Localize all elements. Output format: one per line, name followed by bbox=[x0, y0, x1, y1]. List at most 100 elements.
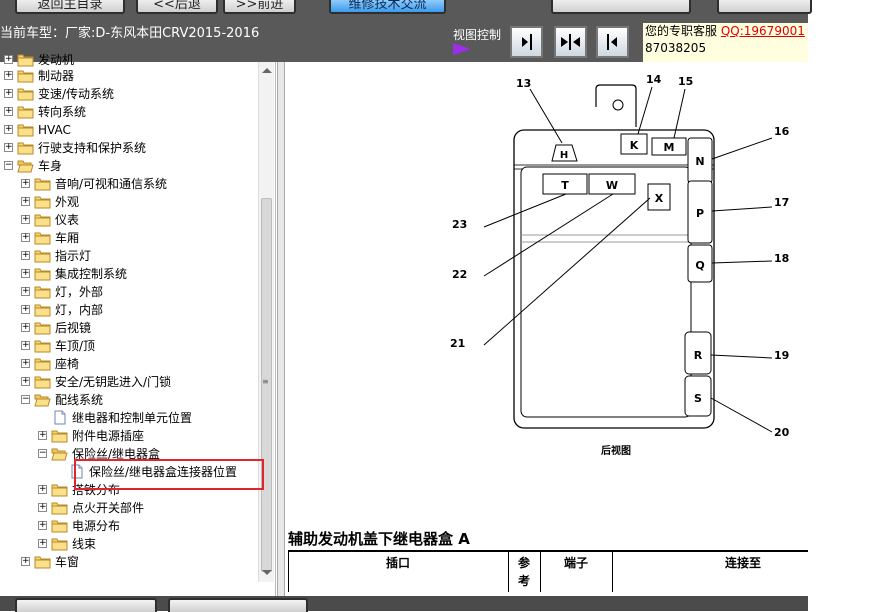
toolbar-button-right-2[interactable] bbox=[717, 0, 812, 14]
arrow-left-bar-icon bbox=[607, 34, 617, 50]
tree-item[interactable]: +发动机 bbox=[0, 51, 258, 69]
expand-icon[interactable]: + bbox=[38, 502, 47, 512]
expand-icon[interactable]: + bbox=[38, 520, 47, 530]
expand-icon[interactable]: + bbox=[21, 304, 30, 314]
play-triangle-icon bbox=[453, 43, 471, 55]
bottom-button-2[interactable] bbox=[168, 598, 308, 612]
tree-item[interactable]: +电源分布 bbox=[0, 517, 258, 535]
panel-splitter[interactable] bbox=[277, 62, 285, 596]
tree-item[interactable]: 继电器和控制单元位置 bbox=[0, 409, 258, 427]
tree-item-label: 安全/无钥匙进入/门锁 bbox=[55, 375, 172, 389]
tree-item-label: 制动器 bbox=[38, 69, 75, 83]
connector-x: X bbox=[655, 192, 664, 205]
expand-icon[interactable]: + bbox=[21, 214, 30, 224]
selected-item-highlight-box bbox=[74, 459, 264, 490]
top-toolbar: 返回主目录 <<后退 >>前进 维修技术交流 当前车型：厂家:D-东风本田CRV… bbox=[0, 0, 812, 62]
tree-item-label: 车身 bbox=[38, 159, 63, 173]
tree-item-label: 线束 bbox=[72, 537, 97, 551]
scroll-down-arrow-icon[interactable] bbox=[262, 570, 272, 575]
tech-exchange-button[interactable]: 维修技术交流 bbox=[329, 0, 446, 14]
tree-item[interactable]: +座椅 bbox=[0, 355, 258, 373]
tree-item[interactable]: + 指示灯 bbox=[0, 247, 258, 265]
view-expand-left-button[interactable] bbox=[596, 26, 629, 58]
expand-icon[interactable]: + bbox=[38, 430, 47, 440]
tree-item-label: 附件电源插座 bbox=[72, 429, 145, 443]
expand-icon[interactable]: + bbox=[4, 54, 13, 64]
expand-icon[interactable]: + bbox=[21, 340, 30, 350]
tree-item[interactable]: +外观 bbox=[0, 193, 258, 211]
expand-icon[interactable]: + bbox=[21, 322, 30, 332]
tree-item[interactable]: + 附件电源插座 bbox=[0, 427, 258, 445]
tree-item[interactable]: +车窗 bbox=[0, 553, 258, 571]
tree-item-label: 音响/可视和通信系统 bbox=[55, 177, 168, 191]
tree-item-label: 车顶/顶 bbox=[55, 339, 96, 353]
tree-item-label: 后视镜 bbox=[55, 321, 92, 335]
tree-item-label: 继电器和控制单元位置 bbox=[72, 411, 193, 425]
tree-item[interactable]: + HVAC bbox=[0, 121, 258, 139]
expand-icon[interactable]: + bbox=[21, 178, 30, 188]
expand-icon[interactable]: + bbox=[21, 358, 30, 368]
expand-icon[interactable]: + bbox=[21, 376, 30, 386]
tree-item[interactable]: + 灯，内部 bbox=[0, 301, 258, 319]
tree-item[interactable]: +变速/传动系统 bbox=[0, 85, 258, 103]
expand-icon[interactable]: + bbox=[21, 232, 30, 242]
bottom-button-1[interactable] bbox=[15, 598, 157, 612]
callout-14: 14 bbox=[646, 73, 662, 86]
phone-number: 87038205 bbox=[645, 41, 707, 55]
connector-q: Q bbox=[695, 259, 704, 272]
qq-link[interactable]: QQ:19679001 bbox=[720, 24, 805, 38]
tree-item-label: 集成控制系统 bbox=[55, 267, 128, 281]
expand-icon[interactable]: + bbox=[4, 142, 13, 152]
view-control-label: 视图控制 bbox=[453, 28, 502, 42]
callout-16: 16 bbox=[774, 125, 790, 138]
callout-23: 23 bbox=[452, 218, 467, 231]
tree-item[interactable]: +行驶支持和保护系统 bbox=[0, 139, 258, 157]
view-split-button[interactable] bbox=[554, 26, 587, 58]
view-expand-right-button[interactable] bbox=[510, 26, 543, 58]
collapse-icon[interactable]: − bbox=[4, 160, 13, 170]
expand-icon[interactable]: + bbox=[38, 538, 47, 548]
tree-item[interactable]: + 集成控制系统 bbox=[0, 265, 258, 283]
tree-item-label: HVAC bbox=[38, 123, 71, 137]
diagram-caption: 后视图 bbox=[601, 444, 631, 457]
tree-item[interactable]: + 制动器 bbox=[0, 67, 258, 85]
expand-icon[interactable]: + bbox=[21, 196, 30, 206]
tree-scrollbar[interactable]: ≡ bbox=[258, 62, 274, 582]
expand-icon[interactable]: + bbox=[4, 106, 13, 116]
back-button[interactable]: <<后退 bbox=[136, 0, 218, 14]
tree-item[interactable]: +搭铁分布 bbox=[0, 481, 258, 499]
connector-r: R bbox=[694, 349, 703, 362]
expand-icon[interactable]: + bbox=[38, 484, 47, 494]
tree-item[interactable]: + 安全/无钥匙进入/门锁 bbox=[0, 373, 258, 391]
tree-item-label: 灯，内部 bbox=[55, 303, 104, 317]
tree-item[interactable]: −配线系统 bbox=[0, 391, 258, 409]
expand-icon[interactable]: + bbox=[21, 268, 30, 278]
expand-icon[interactable]: + bbox=[21, 556, 30, 566]
tree-item[interactable]: + 车顶/顶 bbox=[0, 337, 258, 355]
toolbar-button-right-1[interactable] bbox=[551, 0, 691, 14]
tree-item[interactable]: −保险丝/继电器盒 bbox=[0, 445, 258, 463]
home-button[interactable]: 返回主目录 bbox=[15, 0, 125, 14]
tree-item[interactable]: +仪表 bbox=[0, 211, 258, 229]
expand-icon[interactable]: + bbox=[4, 88, 13, 98]
expand-icon[interactable]: + bbox=[21, 250, 30, 260]
tree-item[interactable]: +点火开关部件 bbox=[0, 499, 258, 517]
collapse-icon[interactable]: − bbox=[21, 394, 30, 404]
connector-k: K bbox=[630, 139, 639, 152]
tree-item-label: 指示灯 bbox=[55, 249, 92, 263]
tree-item[interactable]: − 车身 bbox=[0, 157, 258, 175]
forward-button[interactable]: >>前进 bbox=[223, 0, 296, 14]
tree-item[interactable]: +车厢 bbox=[0, 229, 258, 247]
tree-item[interactable]: +灯，外部 bbox=[0, 283, 258, 301]
expand-icon[interactable]: + bbox=[4, 70, 13, 80]
scroll-up-arrow-icon[interactable] bbox=[262, 68, 272, 73]
tree-item[interactable]: +转向系统 bbox=[0, 103, 258, 121]
connector-s: S bbox=[694, 392, 702, 405]
tree-item[interactable]: + 音响/可视和通信系统 bbox=[0, 175, 258, 193]
expand-icon[interactable]: + bbox=[4, 124, 13, 134]
callout-15: 15 bbox=[678, 75, 693, 88]
tree-item[interactable]: + 线束 bbox=[0, 535, 258, 553]
expand-icon[interactable]: + bbox=[21, 286, 30, 296]
collapse-icon[interactable]: − bbox=[38, 448, 47, 458]
tree-item[interactable]: + 后视镜 bbox=[0, 319, 258, 337]
